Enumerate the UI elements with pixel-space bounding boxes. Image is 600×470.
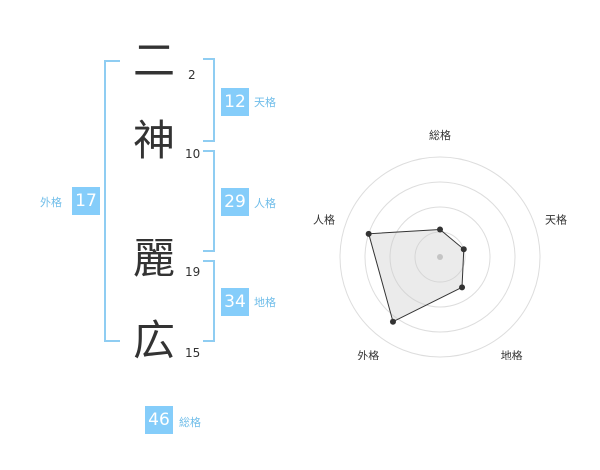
stroke-count-1: 2 [188, 68, 196, 82]
radar-axis-label-5: 人格 [313, 212, 335, 226]
gaikaku-label: 外格 [40, 196, 62, 209]
stroke-count-4: 15 [185, 346, 201, 360]
radar-axis-label-2: 天格 [545, 212, 567, 226]
radar-axis-label-4: 外格 [357, 349, 379, 360]
radar-point-4 [389, 318, 396, 325]
jinkaku-label: 人格 [254, 197, 276, 210]
name-char-4: 広 [132, 316, 175, 365]
gaikaku-value-badge: 17 [72, 187, 100, 215]
radar-axis-label-1: 総格 [429, 128, 451, 142]
stroke-count-2: 10 [185, 147, 201, 161]
chikaku-bracket [203, 260, 215, 342]
radar-ring-2 [389, 206, 491, 308]
chikaku-label: 地格 [254, 296, 276, 309]
radar-point-1 [437, 226, 443, 233]
jinkaku-bracket [203, 150, 215, 252]
jinkaku-value-badge: 29 [221, 188, 249, 216]
radar-center-dot [437, 254, 443, 260]
tenkaku-value-badge: 12 [221, 88, 249, 116]
soukaku-value-badge: 46 [145, 406, 173, 434]
radar-area [368, 228, 465, 323]
gaikaku-bracket [104, 60, 120, 342]
stroke-count-3: 19 [185, 265, 201, 279]
radar-point-2 [460, 246, 467, 253]
name-char-3: 麗 [132, 234, 175, 283]
radar-ring-3 [364, 181, 516, 333]
tenkaku-bracket [203, 58, 215, 142]
name-char-2: 神 [132, 116, 175, 165]
radar-point-3 [459, 284, 466, 291]
tenkaku-label: 天格 [254, 96, 276, 109]
chikaku-value-badge: 34 [221, 288, 249, 316]
radar-point-5 [365, 230, 372, 237]
name-char-1: 二 [132, 36, 175, 85]
soukaku-label: 総格 [179, 416, 201, 429]
radar-axis-label-3: 地格 [501, 349, 523, 360]
radar-ring-4 [339, 156, 541, 358]
